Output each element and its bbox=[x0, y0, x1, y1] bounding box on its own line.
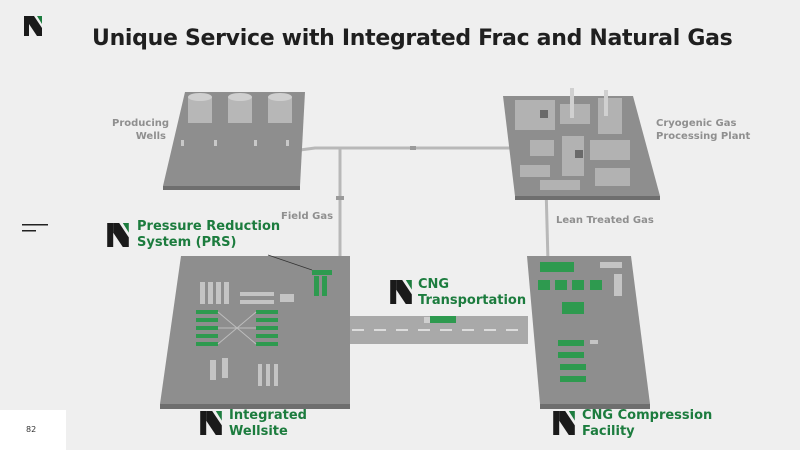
prs-logo-icon bbox=[107, 223, 129, 247]
page-title: Unique Service with Integrated Frac and … bbox=[92, 26, 733, 51]
producing-wells-platform bbox=[163, 92, 305, 190]
company-logo-icon bbox=[24, 16, 42, 36]
page-number: 82 bbox=[26, 425, 37, 434]
storage-tank-icon bbox=[188, 93, 292, 123]
cryogenic-plant-label: Cryogenic Gas Processing Plant bbox=[656, 118, 751, 142]
field-gas-label: Field Gas bbox=[281, 211, 334, 222]
cryogenic-plant-platform bbox=[503, 88, 660, 200]
cng-transport-label: CNG Transportation bbox=[418, 277, 527, 308]
page-number-box bbox=[0, 410, 66, 450]
producing-wells-label: Producing Wells bbox=[112, 118, 170, 142]
road bbox=[350, 316, 528, 344]
menu-lines-icon bbox=[22, 219, 50, 238]
wellsite-logo-icon bbox=[200, 411, 222, 435]
cng-transport-logo-icon bbox=[390, 280, 412, 304]
prs-label: Pressure Reduction System (PRS) bbox=[137, 219, 281, 250]
compression-platform bbox=[527, 256, 650, 409]
wellsite-label: Integrated Wellsite bbox=[229, 408, 307, 439]
compression-logo-icon bbox=[553, 411, 575, 435]
cng-truck-icon bbox=[424, 316, 456, 323]
pipeline bbox=[299, 146, 550, 263]
lean-treated-gas-label: Lean Treated Gas bbox=[556, 215, 654, 226]
wellsite-platform bbox=[160, 254, 350, 409]
compression-label: CNG Compression Facility bbox=[582, 408, 713, 439]
